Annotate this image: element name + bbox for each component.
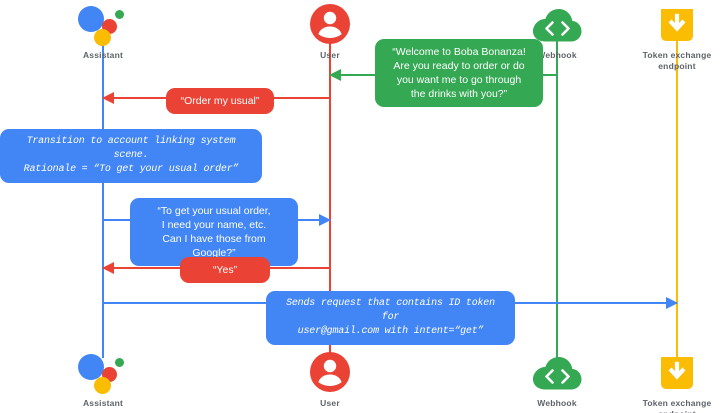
message-bubble-welcome: “Welcome to Boba Bonanza! Are you ready …: [375, 39, 543, 107]
actor-label-webhook: Webhook: [537, 50, 577, 60]
actor-webhook-bottom: Webhook: [497, 350, 617, 409]
actor-label-user: User: [320, 398, 340, 408]
user-art: [270, 2, 390, 46]
webhook-art-bottom: [497, 350, 617, 394]
lifeline-assistant: [102, 40, 104, 358]
assistant-art: [43, 2, 163, 46]
user-art-bottom: [270, 350, 390, 394]
cloud-code-icon: [533, 9, 582, 42]
cloud-code-icon: [533, 357, 582, 390]
lifeline-token-exchange-endpoint: [676, 40, 678, 358]
webhook-art: [497, 2, 617, 46]
message-bubble-sends-request: Sends request that contains ID token for…: [266, 291, 515, 345]
google-assistant-icon: [78, 350, 124, 394]
actor-label-assistant: Assistant: [82, 50, 124, 60]
lifeline-webhook: [556, 40, 558, 358]
token-endpoint-art-bottom: [617, 350, 725, 394]
actor-webhook-top: Webhook: [497, 2, 617, 61]
download-box-icon: [661, 9, 693, 41]
user-avatar-icon: [310, 4, 350, 44]
actor-assistant-top: Assistant: [43, 2, 163, 61]
message-bubble-order-my-usual: “Order my usual”: [166, 88, 274, 114]
google-assistant-icon: [78, 2, 124, 46]
download-box-icon: [661, 357, 693, 389]
assistant-art-bottom: [43, 350, 163, 394]
note-bubble-transition-to-account-linking: Transition to account linking system sce…: [0, 129, 262, 183]
user-avatar-icon: [310, 352, 350, 392]
actor-label-user: User: [320, 50, 340, 60]
actor-user-bottom: User: [270, 350, 390, 409]
actor-label-webhook: Webhook: [537, 398, 577, 408]
message-bubble-yes: “Yes”: [180, 257, 270, 283]
token-endpoint-art: [617, 2, 725, 46]
actor-label-assistant: Assistant: [82, 398, 124, 408]
actor-user-top: User: [270, 2, 390, 61]
lifeline-user: [329, 40, 331, 358]
message-bubble-need-your-name: “To get your usual order, I need your na…: [130, 198, 298, 266]
actor-assistant-bottom: Assistant: [43, 350, 163, 409]
